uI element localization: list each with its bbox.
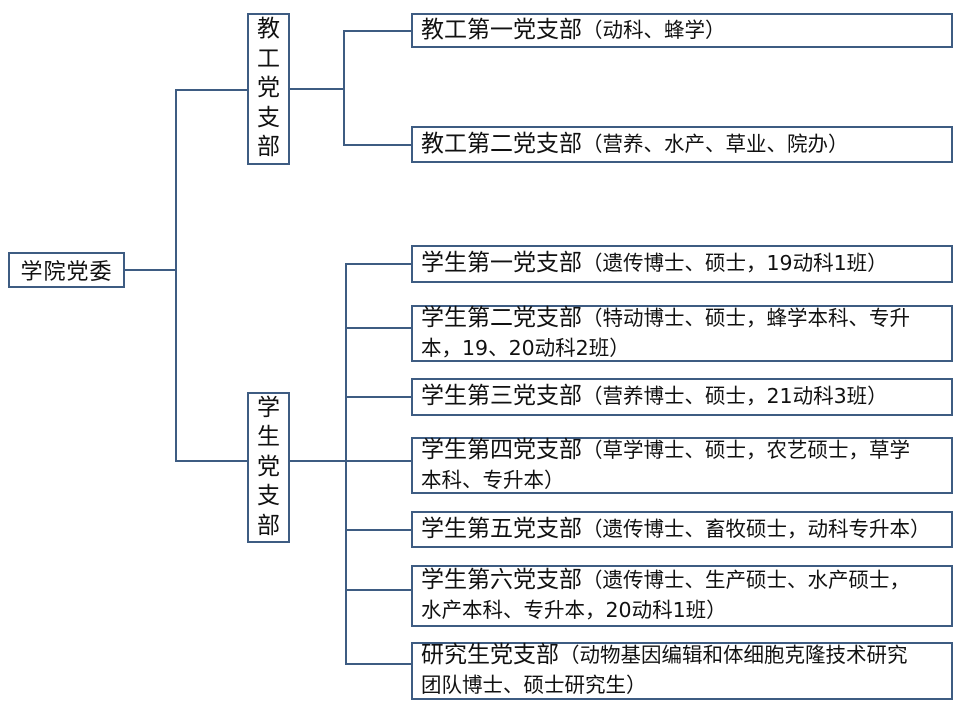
connector-to-student-branch <box>175 460 247 462</box>
leaf-node-text: 教工第一党支部（动科、蜂学） <box>421 16 726 46</box>
leaf-title: 教工第二党支部 <box>421 130 582 157</box>
leaf-detail: （特动博士、硕士，蜂学本科、专升本，19、20动科2班） <box>421 305 910 360</box>
leaf-node-text: 学生第五党支部（遗传博士、畜牧硕士，动科专升本） <box>421 515 931 545</box>
leaf-node-text: 学生第六党支部（遗传博士、生产硕士、水产硕士，水产本科、专升本，20动科1班） <box>421 566 923 626</box>
root-node-college-party-committee: 学院党委 <box>8 252 125 288</box>
connector-faculty-trunk <box>343 30 345 146</box>
connector-faculty-leaf-2 <box>343 144 411 146</box>
leaf-detail: （遗传博士、生产硕士、水产硕士，水产本科、专升本，20动科1班） <box>421 568 910 622</box>
connector-root-to-trunk <box>125 269 175 271</box>
leaf-detail: （营养、水产、草业、院办） <box>582 131 849 156</box>
branch-node-student-party-branch: 学生党支部 <box>247 392 290 543</box>
leaf-node-faculty-branch-2: 教工第二党支部（营养、水产、草业、院办） <box>411 126 953 163</box>
leaf-title: 学生第三党支部 <box>421 383 582 409</box>
connector-student-leaf-2 <box>345 327 411 329</box>
branch-node-label: 学生党支部 <box>257 394 280 539</box>
leaf-detail: （遗传博士、畜牧硕士，动科专升本） <box>582 516 931 541</box>
connector-student-trunk <box>345 263 347 665</box>
leaf-node-text: 学生第一党支部（遗传博士、硕士，19动科1班） <box>421 249 888 279</box>
leaf-node-student-branch-2: 学生第二党支部（特动博士、硕士，蜂学本科、专升本，19、20动科2班） <box>411 305 953 362</box>
leaf-node-student-branch-3: 学生第三党支部（营养博士、硕士，21动科3班） <box>411 378 953 416</box>
connector-student-leaf-1 <box>345 263 411 265</box>
leaf-node-faculty-branch-1: 教工第一党支部（动科、蜂学） <box>411 13 953 48</box>
connector-student-out <box>290 460 345 462</box>
leaf-node-text: 研究生党支部（动物基因编辑和体细胞克隆技术研究团队博士、硕士研究生） <box>421 641 923 701</box>
leaf-title: 教工第一党支部 <box>421 16 582 43</box>
leaf-title: 学生第六党支部 <box>421 567 582 593</box>
leaf-node-text: 学生第四党支部（草学博士、硕士，农艺硕士，草学本科、专升本） <box>421 436 923 496</box>
branch-node-faculty-party-branch: 教工党支部 <box>247 13 290 165</box>
leaf-node-student-branch-4: 学生第四党支部（草学博士、硕士，农艺硕士，草学本科、专升本） <box>411 437 953 494</box>
connector-left-trunk <box>175 89 177 462</box>
connector-student-leaf-5 <box>345 529 411 531</box>
connector-student-leaf-7 <box>345 663 411 665</box>
leaf-title: 学生第二党支部 <box>421 304 582 331</box>
leaf-title: 学生第一党支部 <box>421 250 582 276</box>
branch-node-label: 教工党支部 <box>257 16 280 161</box>
connector-faculty-out <box>290 88 343 90</box>
connector-to-faculty-branch <box>175 89 247 91</box>
leaf-node-text: 教工第二党支部（营养、水产、草业、院办） <box>421 130 849 160</box>
root-node-label: 学院党委 <box>20 260 113 285</box>
leaf-node-student-branch-5: 学生第五党支部（遗传博士、畜牧硕士，动科专升本） <box>411 511 953 548</box>
leaf-node-text: 学生第二党支部（特动博士、硕士，蜂学本科、专升本，19、20动科2班） <box>421 304 923 364</box>
leaf-node-text: 学生第三党支部（营养博士、硕士，21动科3班） <box>421 382 888 412</box>
leaf-detail: （动科、蜂学） <box>582 17 726 42</box>
leaf-title: 研究生党支部 <box>421 642 559 668</box>
leaf-node-student-branch-1: 学生第一党支部（遗传博士、硕士，19动科1班） <box>411 245 953 283</box>
connector-student-leaf-6 <box>345 589 411 591</box>
leaf-node-student-branch-6: 学生第六党支部（遗传博士、生产硕士、水产硕士，水产本科、专升本，20动科1班） <box>411 565 953 627</box>
leaf-detail: （营养博士、硕士，21动科3班） <box>582 384 888 408</box>
connector-student-leaf-3 <box>345 396 411 398</box>
leaf-detail: （动物基因编辑和体细胞克隆技术研究团队博士、硕士研究生） <box>421 643 908 697</box>
connector-student-leaf-4 <box>345 460 411 462</box>
leaf-detail: （遗传博士、硕士，19动科1班） <box>582 251 888 275</box>
leaf-title: 学生第五党支部 <box>421 515 582 542</box>
leaf-node-graduate-branch: 研究生党支部（动物基因编辑和体细胞克隆技术研究团队博士、硕士研究生） <box>411 642 953 700</box>
connector-faculty-leaf-1 <box>343 30 411 32</box>
leaf-title: 学生第四党支部 <box>421 436 582 463</box>
leaf-detail: （草学博士、硕士，农艺硕士，草学本科、专升本） <box>421 437 910 492</box>
